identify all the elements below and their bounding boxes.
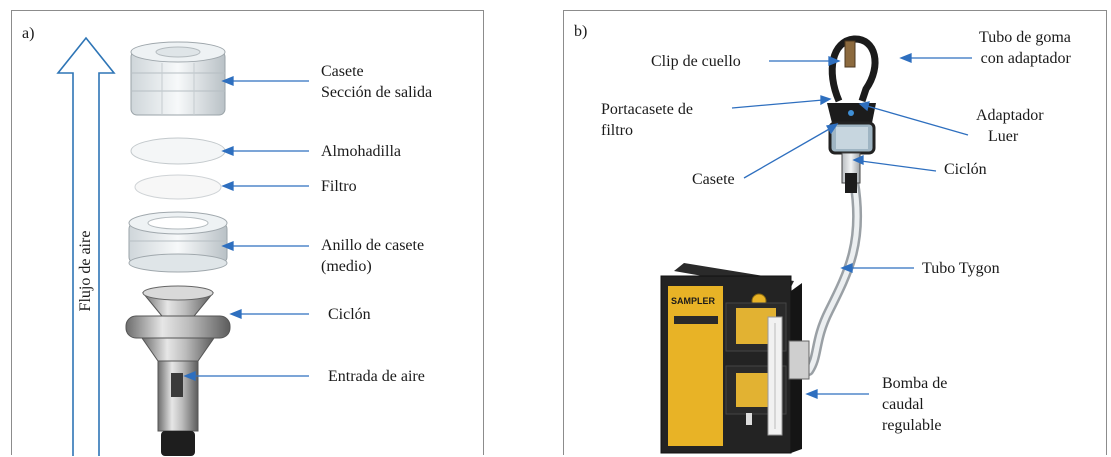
airflow-label: Flujo de aire xyxy=(77,230,94,312)
sampling-pump xyxy=(660,263,810,454)
pump-brand: SAMPLER xyxy=(671,296,716,306)
label-filtro: Filtro xyxy=(321,178,357,195)
filter-disc xyxy=(134,174,222,200)
label-casete-b: Casete xyxy=(692,171,735,188)
panel-a-frame: a) xyxy=(11,10,484,456)
cyclone xyxy=(125,285,231,456)
label-tubo-goma: Tubo de goma con adaptador xyxy=(979,29,1071,67)
pad-disc xyxy=(130,137,226,165)
airflow-arrow xyxy=(56,36,116,456)
label-ciclon-b: Ciclón xyxy=(944,161,987,178)
label-tygon: Tubo Tygon xyxy=(922,260,1000,277)
label-almohadilla: Almohadilla xyxy=(321,143,401,160)
panel-b-label: b) xyxy=(574,23,588,40)
label-clip: Clip de cuello xyxy=(651,53,741,70)
panel-a-illustration xyxy=(56,36,309,456)
label-bomba: Bomba de caudal regulable xyxy=(882,375,948,434)
label-entrada: Entrada de aire xyxy=(328,368,425,385)
label-ciclon: Ciclón xyxy=(328,306,371,323)
label-portacasete: Portacasete de filtro xyxy=(601,101,693,139)
panel-b-pointers xyxy=(731,53,972,399)
panel-b-frame: b) xyxy=(563,10,1107,455)
cassette-outlet-section xyxy=(130,41,226,116)
panel-a-pointers xyxy=(183,76,309,381)
neck-clip xyxy=(844,40,856,68)
cassette-holder xyxy=(827,103,876,155)
rubber-tube xyxy=(828,35,879,103)
label-anillo: Anillo de casete (medio) xyxy=(321,237,425,275)
panel-b-illustration xyxy=(660,35,972,454)
panel-a-label: a) xyxy=(22,25,35,42)
cassette-ring xyxy=(128,211,228,273)
label-adaptador: Adaptador Luer xyxy=(976,107,1044,145)
label-casete: Casete Sección de salida xyxy=(321,63,433,101)
